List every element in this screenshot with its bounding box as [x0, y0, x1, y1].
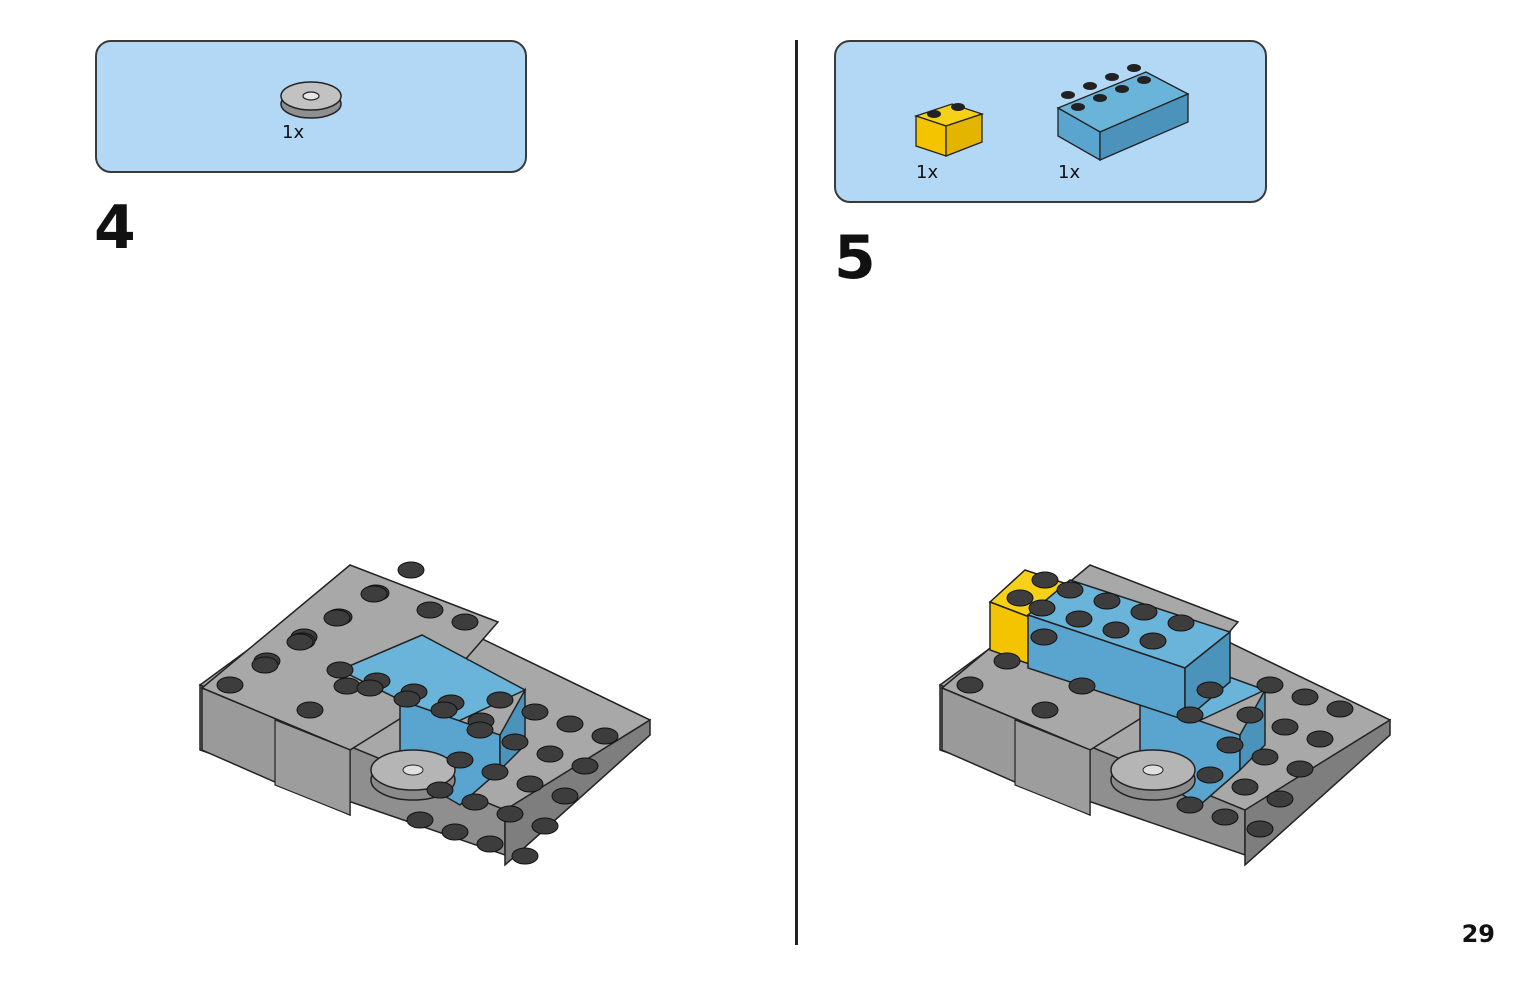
stud	[461, 793, 489, 811]
stud	[1176, 706, 1204, 724]
step5-number: 5	[834, 223, 876, 293]
stud	[251, 656, 279, 674]
stud	[481, 763, 509, 781]
stud	[1093, 592, 1121, 610]
stud	[1031, 701, 1059, 719]
stud	[1291, 688, 1319, 706]
stud	[556, 715, 584, 733]
stud	[451, 613, 479, 631]
stud	[323, 609, 351, 627]
stud	[1167, 614, 1195, 632]
stud	[1196, 766, 1224, 784]
stud	[1251, 748, 1279, 766]
stud	[591, 727, 619, 745]
stud	[536, 745, 564, 763]
stud	[551, 787, 579, 805]
stud	[1115, 85, 1129, 93]
stud	[1105, 73, 1119, 81]
stud	[286, 633, 314, 651]
stud	[516, 775, 544, 793]
blue-brick-qty: 1x	[1058, 162, 1081, 183]
stud	[1236, 706, 1264, 724]
stud	[441, 823, 469, 841]
blue-brick-upper-side	[1184, 630, 1231, 722]
stud	[993, 652, 1021, 670]
stud	[476, 835, 504, 853]
stud	[1127, 64, 1141, 72]
round-tile-hole	[402, 764, 424, 776]
step5-model	[938, 564, 1392, 867]
stud	[1231, 778, 1259, 796]
stud	[571, 757, 599, 775]
stud	[486, 691, 514, 709]
stud	[1256, 676, 1284, 694]
round-tile-qty: 1x	[282, 122, 305, 143]
stud	[397, 561, 425, 579]
step5-parts-box: 1x 1x	[834, 40, 1267, 203]
step4-model	[198, 561, 652, 867]
base-plate-right	[1244, 718, 1391, 867]
stud	[1326, 700, 1354, 718]
stud	[1246, 820, 1274, 838]
stud	[956, 676, 984, 694]
yellow-brick-qty: 1x	[916, 162, 939, 183]
yellow-brick-icon	[913, 103, 985, 157]
stud	[216, 676, 244, 694]
stud	[531, 817, 559, 835]
page-divider	[795, 40, 798, 945]
stud	[393, 690, 421, 708]
stud	[1196, 681, 1224, 699]
stud	[430, 701, 458, 719]
stud	[1271, 718, 1299, 736]
stud	[296, 701, 324, 719]
stud	[1031, 571, 1059, 589]
page-number: 29	[1461, 920, 1495, 948]
stud	[1102, 621, 1130, 639]
stud	[1061, 91, 1075, 99]
stud	[416, 601, 444, 619]
round-tile-hole	[1142, 764, 1164, 776]
stud	[406, 811, 434, 829]
stud	[326, 661, 354, 679]
stud	[1068, 677, 1096, 695]
stud	[356, 679, 384, 697]
stud	[466, 721, 494, 739]
blue-brick-icon	[1056, 64, 1190, 162]
stud	[521, 703, 549, 721]
stud	[1137, 76, 1151, 84]
gray-brick-front-2	[274, 719, 351, 816]
stud	[1093, 94, 1107, 102]
gray-brick-front-2	[1014, 719, 1091, 816]
step4-parts-box: 1x	[95, 40, 527, 173]
stud	[1083, 82, 1097, 90]
stud	[1306, 730, 1334, 748]
stud	[1056, 581, 1084, 599]
stud	[1286, 760, 1314, 778]
round-tile-icon	[280, 81, 342, 119]
stud	[446, 751, 474, 769]
stud	[1216, 736, 1244, 754]
stud	[501, 733, 529, 751]
stud	[1028, 599, 1056, 617]
stud	[1006, 589, 1034, 607]
stud	[1071, 103, 1085, 111]
step4-number: 4	[94, 193, 136, 263]
stud	[333, 677, 361, 695]
stud	[511, 847, 539, 865]
stud	[496, 805, 524, 823]
stud	[426, 781, 454, 799]
stud	[1139, 632, 1167, 650]
stud	[1130, 603, 1158, 621]
stud	[1065, 610, 1093, 628]
stud	[1030, 628, 1058, 646]
stud	[360, 585, 388, 603]
stud	[1176, 796, 1204, 814]
stud	[1266, 790, 1294, 808]
stud	[1211, 808, 1239, 826]
